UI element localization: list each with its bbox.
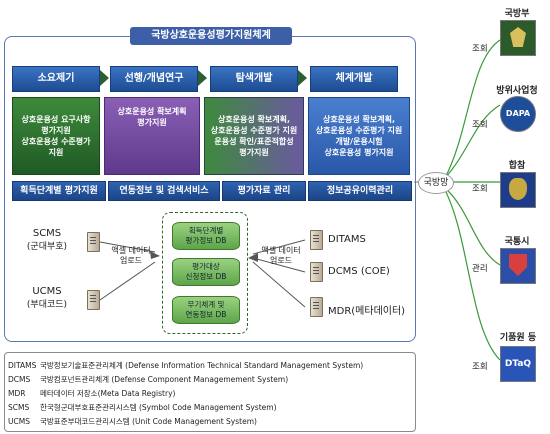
legend-abbr: DCMS [8, 375, 31, 384]
relation-label: 관리 [472, 264, 488, 274]
dtaq-logo-icon: DTaQ [500, 346, 536, 382]
step-line: 평가지원 [239, 148, 269, 157]
step-line: 상호운용성 수준평가 [21, 137, 91, 146]
step-line: 상호운용성 확보계획, [322, 115, 396, 124]
legend-row: SCMS 한국형군대부호표준관리시스템 (Symbol Code Manageme… [8, 402, 277, 413]
upload-label-left: 액셀 데이터 업로드 [106, 246, 156, 266]
db-line: 획득단계별 [188, 226, 224, 235]
server-icon [310, 230, 323, 250]
db-line: 무기체계 및 [187, 300, 225, 309]
step-line: 상호운용성 확보계획, [217, 115, 291, 124]
legend-row: UCMS 국방표준부대코드관리시스템 (Unit Code Management … [8, 416, 257, 427]
system-sub: (군대부호) [26, 242, 68, 252]
org-name-dapa: 방위사업청 [496, 86, 538, 96]
system-mdr: MDR(메타데이터) [328, 306, 406, 317]
legend-desc: 한국형군대부호표준관리시스템 (Symbol Code Management S… [40, 403, 277, 412]
mnd-emblem-icon [500, 20, 536, 56]
system-name: SCMS [32, 228, 62, 239]
relation-label: 조회 [472, 120, 488, 130]
phase-arrow [298, 70, 307, 86]
upload-label-right: 액셀 데이터 업로드 [256, 246, 306, 266]
legend-desc: 국방컴포넌트관리체계 (Defense Component Managememe… [40, 375, 289, 384]
server-icon [310, 297, 323, 317]
step-line: 상호운용성 확보계획 [117, 107, 187, 116]
server-icon [310, 262, 323, 282]
abbreviation-legend [4, 352, 416, 432]
jcs-emblem-icon [500, 172, 536, 208]
server-icon [87, 290, 100, 310]
org-name-jcs: 합참 [508, 161, 526, 171]
legend-abbr: DITAMS [8, 361, 37, 370]
dapa-logo-icon: DAPA [500, 96, 536, 132]
step-line: 상호운용성 수준평가 지원 [210, 126, 298, 135]
system-dcms: DCMS (COE) [328, 266, 390, 277]
upload-line: 액셀 데이터 [111, 246, 151, 255]
upload-line: 업로드 [119, 256, 143, 265]
phase-exploration: 탐색개발 [210, 66, 298, 92]
step-line: 상호운용성 요구사항 [21, 115, 91, 124]
org-name-mnd: 국방부 [504, 9, 530, 19]
upload-line: 업로드 [269, 256, 293, 265]
step-line: 운용성 확인/표준적합성 [214, 137, 294, 146]
system-sub: (부대코드) [26, 300, 68, 310]
legend-abbr: UCMS [8, 417, 30, 426]
db-line: 평가대상 [192, 262, 220, 271]
ccc-emblem-icon [500, 248, 536, 284]
network-cloud: 국방망 [418, 172, 454, 194]
db-line: 신청정보 DB [185, 272, 227, 281]
phase-system-development: 체계개발 [310, 66, 398, 92]
upload-line: 액셀 데이터 [261, 246, 301, 255]
step-line: 평가지원 [41, 126, 71, 135]
phase-concept: 선행/개념연구 [110, 66, 198, 92]
step-line: 상호운용성 평가지원 [324, 148, 394, 157]
step-box-concept: 상호운용성 확보계획 평가지원 [104, 97, 200, 175]
system-ucms: UCMS (부대코드) [12, 286, 82, 310]
service-link-search: 연동정보 및 검색서비스 [108, 181, 220, 201]
phase-requirement: 소요제기 [12, 66, 100, 92]
service-history-management: 정보공유이력관리 [308, 181, 412, 201]
server-icon [87, 232, 100, 252]
relation-label: 조회 [472, 184, 488, 194]
service-evaluation-data: 평가자료 관리 [222, 181, 306, 201]
phase-arrow [100, 70, 109, 86]
step-box-requirement: 상호운용성 요구사항 평가지원 상호운용성 수준평가 지원 [12, 97, 100, 175]
legend-row: DCMS 국방컴포넌트관리체계 (Defense Component Manage… [8, 374, 288, 385]
phase-arrow [198, 70, 207, 86]
relation-label: 조회 [472, 44, 488, 54]
step-box-system-development: 상호운용성 확보계획, 상호운용성 수준평가 지원 개발/운용시험 상호운용성 … [308, 97, 410, 175]
org-name-ccc: 국통시 [504, 237, 530, 247]
step-line: 평가지원 [137, 118, 167, 127]
legend-abbr: SCMS [8, 403, 30, 412]
org-name-dtaq: 기품원 등 [499, 333, 537, 343]
legend-abbr: MDR [8, 389, 26, 398]
db-line: 연동정보 DB [185, 310, 227, 319]
system-ditams: DITAMS [328, 234, 366, 245]
relation-label: 조회 [472, 362, 488, 372]
step-box-exploration: 상호운용성 확보계획, 상호운용성 수준평가 지원 운용성 확인/표준적합성 평… [204, 97, 304, 175]
legend-desc: 국방정보기술표준관리체계 (Defense Information Techni… [40, 361, 364, 370]
system-scms: SCMS (군대부호) [12, 228, 82, 252]
step-line: 지원 [48, 148, 64, 157]
service-acquisition-evaluation: 획득단계별 평가지원 [12, 181, 106, 201]
step-line: 상호운용성 수준평가 지원 [315, 126, 403, 135]
database-cluster [162, 212, 248, 334]
legend-desc: 국방표준부대코드관리시스템 (Unit Code Management Syst… [40, 417, 257, 426]
legend-desc: 메타데이터 저장소(Meta Data Registry) [40, 389, 176, 398]
legend-row: MDR 메타데이터 저장소(Meta Data Registry) [8, 388, 175, 399]
step-line: 개발/운용시험 [335, 137, 383, 146]
diagram-title: 국방상호운용성평가지원체계 [130, 27, 292, 45]
db-line: 평가정보 DB [185, 236, 227, 245]
system-name: UCMS [32, 286, 62, 297]
